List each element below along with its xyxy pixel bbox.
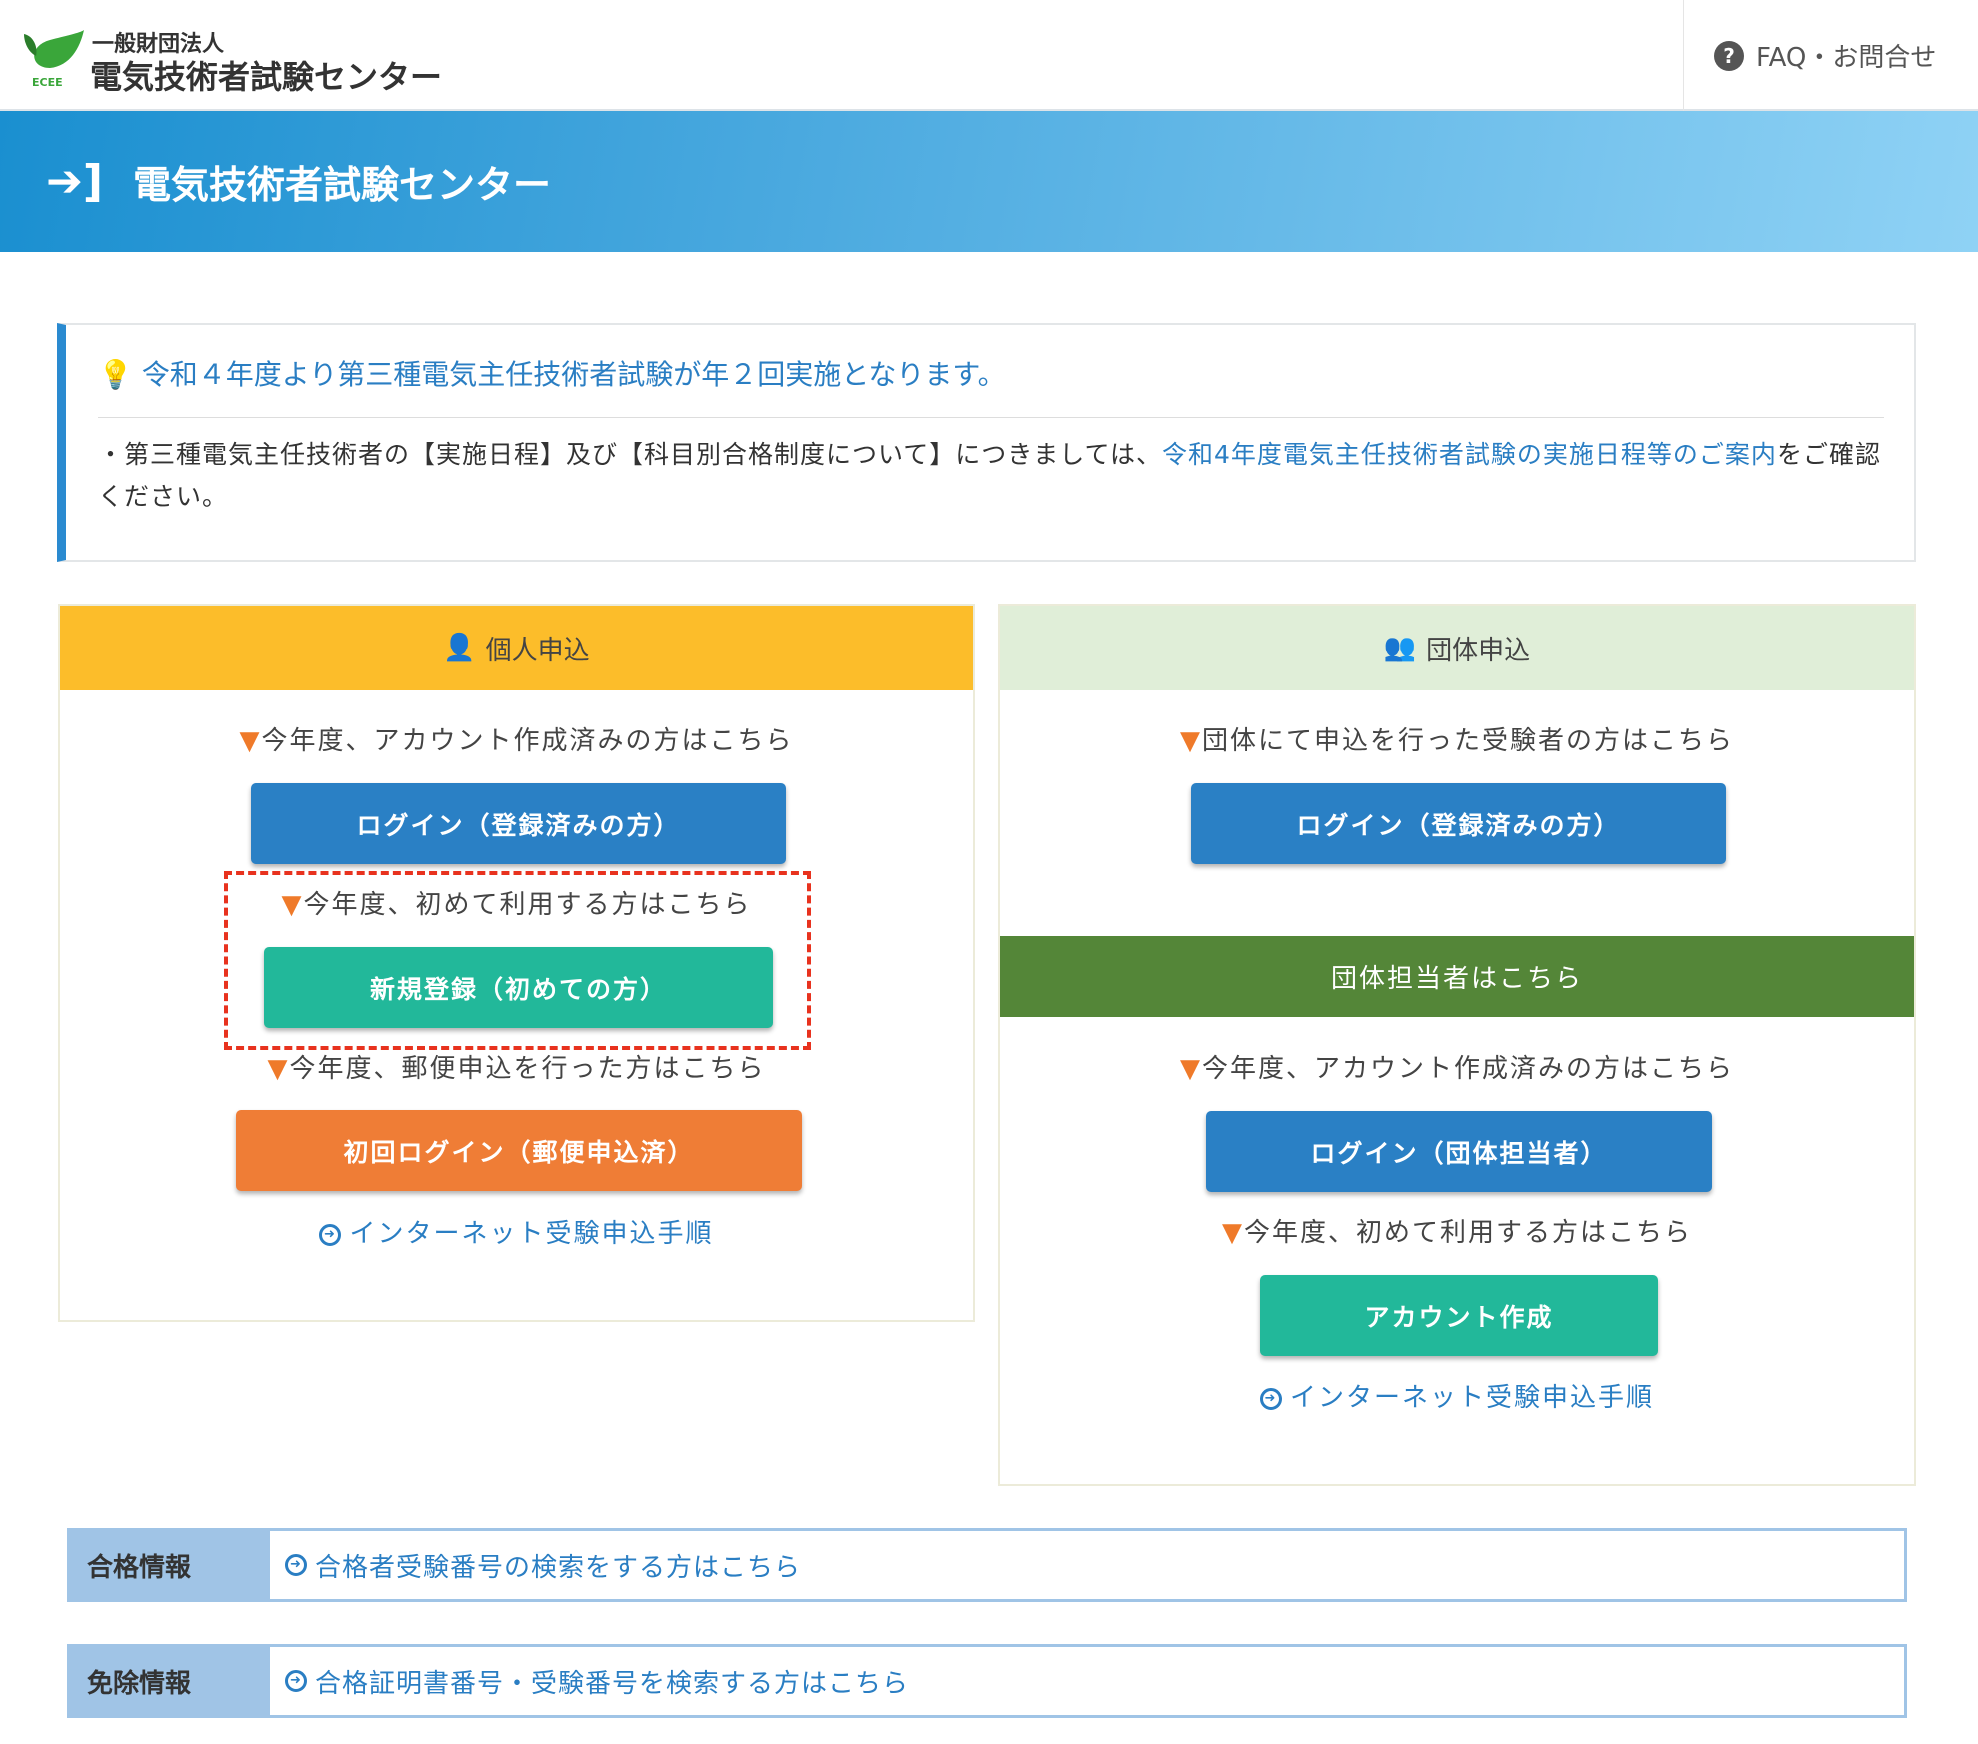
org-name[interactable]: 電気技術者試験センター xyxy=(90,58,443,96)
hint-new: ▼今年度、初めて利用する方はこちら xyxy=(281,890,752,920)
schedule-link[interactable]: 令和4年度電気主任技術者試験の実施日程等のご案内 xyxy=(1162,440,1777,469)
individual-login-button[interactable]: ログイン（登録済みの方） xyxy=(251,783,786,864)
arrow-circle-icon: ➜ xyxy=(285,1554,307,1576)
faq-label: FAQ・お問合せ xyxy=(1756,43,1937,73)
notice-text-suffix: をご確認ください。 xyxy=(98,440,1881,511)
page-banner: ➔] 電気技術者試験センター xyxy=(0,111,1978,252)
highlight-box xyxy=(224,871,811,1050)
org-type: 一般財団法人 xyxy=(92,32,225,57)
triangle-icon: ▼ xyxy=(281,890,304,920)
arrow-circle-icon: ➜ xyxy=(285,1670,307,1692)
ecee-logo-icon[interactable]: ECEE xyxy=(20,28,86,90)
hint-manager-new: ▼今年度、初めて利用する方はこちら xyxy=(1221,1218,1692,1248)
notice-box: 💡 令和４年度より第三種電気主任技術者試験が年２回実施となります。 ・第三種電気… xyxy=(57,323,1916,562)
create-account-button[interactable]: アカウント作成 xyxy=(1260,1275,1658,1356)
group-title: 団体申込 xyxy=(1426,635,1531,666)
hint-postal: ▼今年度、郵便申込を行った方はこちら xyxy=(267,1054,766,1084)
exemption-info-label: 免除情報 xyxy=(70,1647,270,1715)
group-panel: 👥団体申込 ▼団体にて申込を行った受験者の方はこちら ログイン（登録済みの方） … xyxy=(998,604,1916,1486)
group-login-button[interactable]: ログイン（登録済みの方） xyxy=(1191,783,1726,864)
svg-text:ECEE: ECEE xyxy=(32,76,63,89)
procedure-link[interactable]: ➜インターネット受験申込手順 xyxy=(60,1213,973,1250)
pass-info-label: 合格情報 xyxy=(70,1531,270,1599)
faq-contact-link[interactable]: ? FAQ・お問合せ xyxy=(1683,0,1978,111)
triangle-icon: ▼ xyxy=(1179,1054,1202,1084)
manager-login-button[interactable]: ログイン（団体担当者） xyxy=(1206,1111,1712,1192)
pass-search-link[interactable]: ➜合格者受験番号の検索をする方はこちら xyxy=(270,1531,801,1599)
triangle-icon: ▼ xyxy=(267,1054,290,1084)
hint-existing: ▼今年度、アカウント作成済みの方はこちら xyxy=(239,726,794,756)
question-icon: ? xyxy=(1714,40,1744,71)
site-header: ECEE 一般財団法人 電気技術者試験センター ? FAQ・お問合せ xyxy=(0,0,1978,111)
hint-manager-existing: ▼今年度、アカウント作成済みの方はこちら xyxy=(1179,1054,1734,1084)
arrow-circle-icon: ➜ xyxy=(319,1223,342,1246)
pass-info-row: 合格情報 ➜合格者受験番号の検索をする方はこちら xyxy=(67,1528,1907,1602)
user-icon: 👤 xyxy=(443,633,476,663)
users-icon: 👥 xyxy=(1383,633,1417,663)
lightbulb-icon: 💡 xyxy=(98,358,133,391)
certificate-search-link[interactable]: ➜合格証明書番号・受験番号を検索する方はこちら xyxy=(270,1647,909,1715)
arrow-circle-icon: ➜ xyxy=(1259,1387,1282,1410)
hint-examinee: ▼団体にて申込を行った受験者の方はこちら xyxy=(1179,726,1734,756)
exemption-info-row: 免除情報 ➜合格証明書番号・受験番号を検索する方はこちら xyxy=(67,1644,1907,1718)
first-login-button[interactable]: 初回ログイン（郵便申込済） xyxy=(236,1110,802,1191)
notice-text: ・第三種電気主任技術者の【実施日程】及び【科目別合格制度について】につきましては… xyxy=(98,440,1163,469)
manager-section-title: 団体担当者はこちら xyxy=(1000,936,1914,1017)
banner-title: 電気技術者試験センター xyxy=(132,163,551,207)
individual-title: 個人申込 xyxy=(485,635,590,666)
individual-panel: 👤個人申込 ▼今年度、アカウント作成済みの方はこちら ログイン（登録済みの方） … xyxy=(58,604,975,1322)
sign-in-icon: ➔] xyxy=(46,156,103,207)
triangle-icon: ▼ xyxy=(239,726,262,756)
notice-title: 令和４年度より第三種電気主任技術者試験が年２回実施となります。 xyxy=(141,358,1006,391)
triangle-icon: ▼ xyxy=(1221,1218,1244,1248)
notice-body: ・第三種電気主任技術者の【実施日程】及び【科目別合格制度について】につきましては… xyxy=(98,434,1884,518)
group-procedure-link[interactable]: ➜インターネット受験申込手順 xyxy=(1000,1377,1914,1414)
new-registration-button[interactable]: 新規登録（初めての方） xyxy=(264,947,773,1028)
triangle-icon: ▼ xyxy=(1179,726,1202,756)
